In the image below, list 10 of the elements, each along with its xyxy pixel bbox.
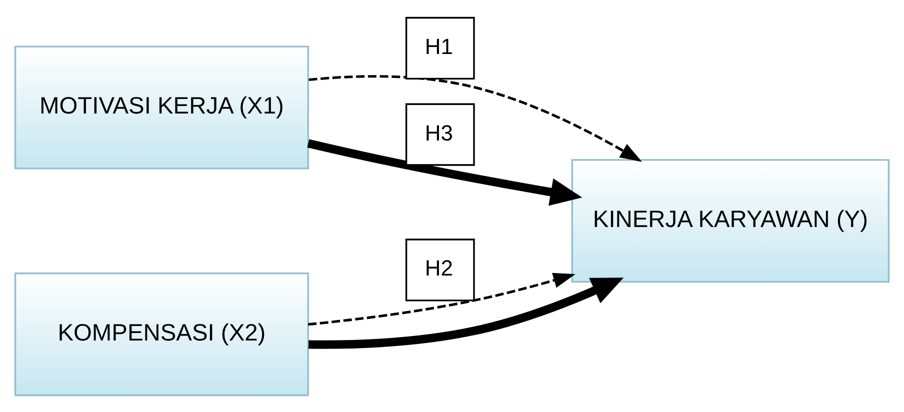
node-box: MOTIVASI KERJA (X1) (14, 45, 309, 169)
arrow (308, 277, 624, 348)
edge-label: H3 (424, 120, 454, 145)
node-box: KOMPENSASI (X2) (14, 272, 309, 396)
arrow (308, 74, 642, 162)
arrow (307, 138, 582, 206)
edge-label: H2 (424, 255, 454, 280)
arrow (308, 272, 576, 326)
edge-label: H1 (424, 33, 454, 58)
node-box: KINERJA KARYAWAN (Y) (571, 158, 890, 282)
